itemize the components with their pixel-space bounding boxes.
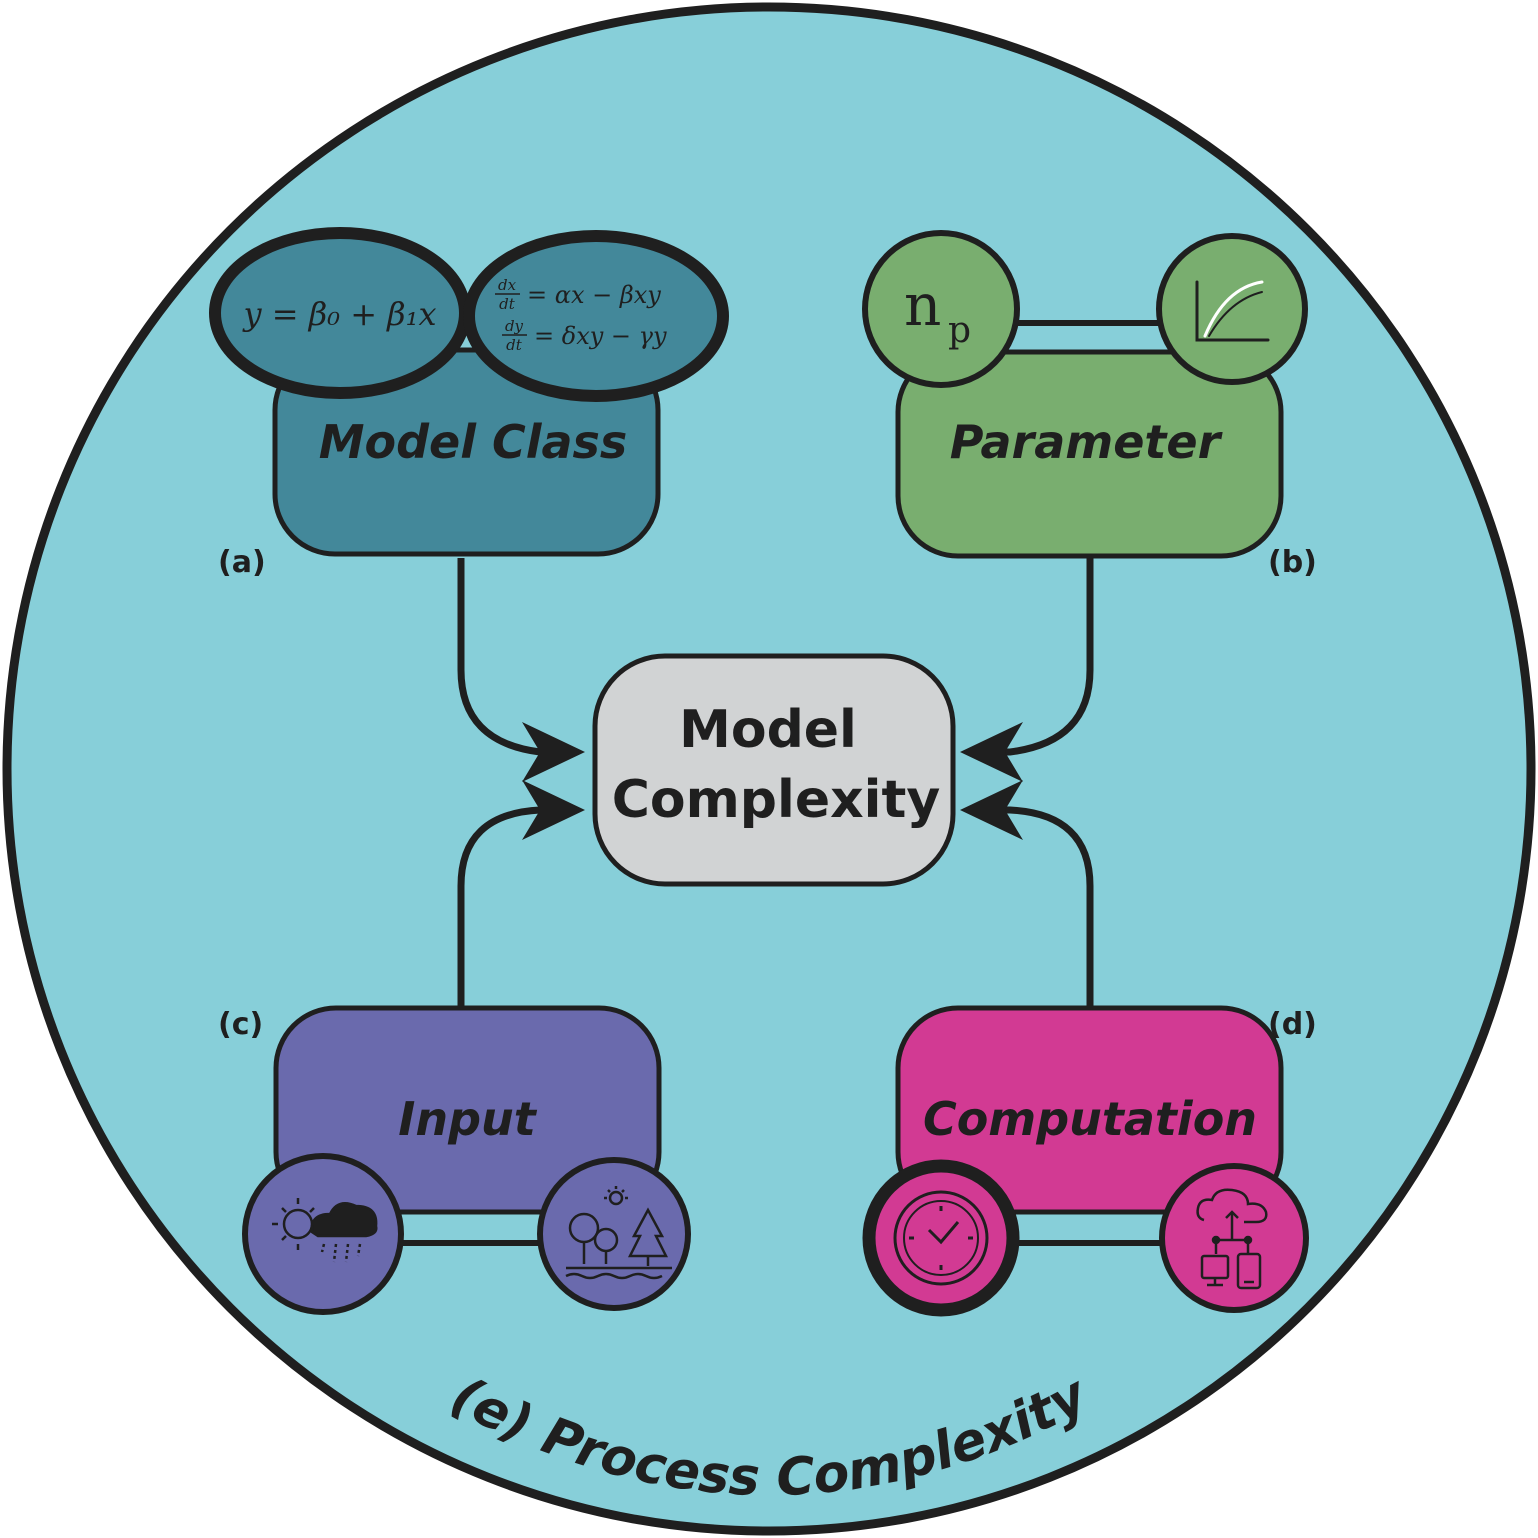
arrowheads [522,722,1023,840]
cloud-network-bubble [1159,1163,1309,1313]
np-subscript: p [948,310,971,351]
tag-b: (b) [1268,545,1317,580]
response-curve-bubble [1156,233,1308,385]
frac-dx-num: dx [498,276,517,294]
landscape-icon [565,1186,672,1280]
arrows [457,558,1094,1008]
clock-icon [893,1190,989,1286]
ode-equation-2: = δxy − γy [534,322,667,350]
model-class-node: Model Class y = β₀ + β₁x dx dt = αx − βx… [209,227,729,580]
np-symbol: n [904,271,941,339]
tag-a: (a) [218,545,266,580]
ode-equation-bubble [463,230,729,402]
computation-node: Computation (d) [862,1005,1317,1317]
weather-icon [272,1198,378,1263]
clock-bubble [862,1159,1020,1317]
center-box [592,653,956,887]
computation-box [895,1005,1284,1215]
arrow-parameter [985,558,1094,756]
frac-dy-den: dt [506,336,523,354]
cloud-network-icon [1196,1188,1268,1290]
center-node: Model Complexity [592,653,956,887]
arrow-input [457,806,560,1008]
center-line-1: Model [679,700,857,760]
parameter-title: Parameter [950,415,1224,469]
input-title: Input [398,1092,538,1146]
arrowhead-input [522,780,585,840]
tag-c: (c) [218,1007,263,1042]
np-bubble [862,230,1020,388]
arrowhead-parameter [960,722,1023,782]
center-line-2: Complexity [612,770,941,830]
arrowhead-computation [960,780,1023,840]
model-class-box [272,347,661,557]
tag-d: (d) [1268,1007,1317,1042]
arrow-model-class [457,558,562,757]
computation-title: Computation [923,1092,1257,1146]
frac-dy-num: dy [505,317,524,335]
frac-dx-den: dt [499,295,516,313]
ode-equation-1: = αx − βxy [527,281,661,309]
parameter-node: Parameter n p (b) [862,230,1317,580]
linear-equation: y = β₀ + β₁x [241,295,436,333]
arrow-computation [985,806,1094,1008]
parameter-box [895,349,1284,559]
response-curve-icon [1195,280,1270,342]
input-box [273,1005,662,1215]
input-node: Input (c) [218,1005,691,1315]
model-class-title: Model Class [319,415,628,469]
arrowhead-model-class [522,722,585,782]
